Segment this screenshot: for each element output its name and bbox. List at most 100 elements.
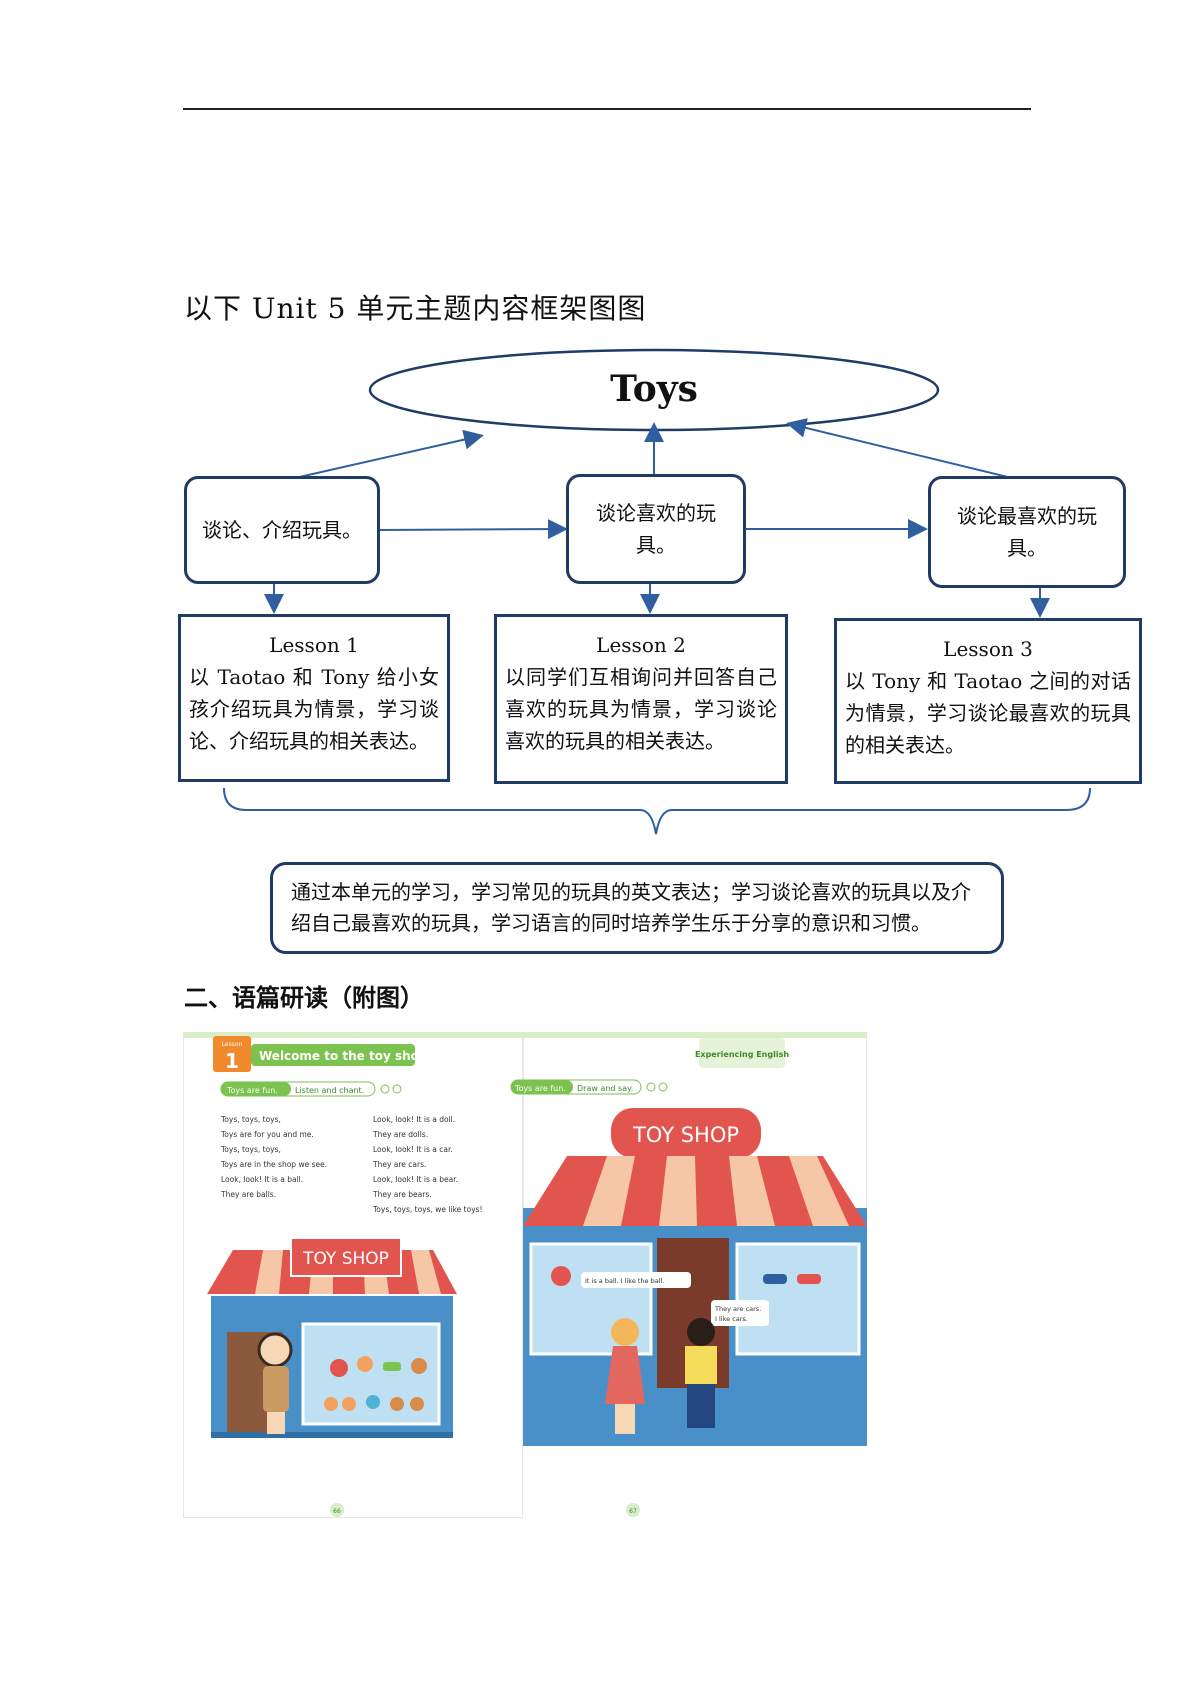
left-chip-a: Toys are fun.: [226, 1086, 278, 1095]
top-rule: [183, 108, 1031, 110]
left-toy-shop: TOY SHOP: [207, 1237, 457, 1438]
bubble-2-text-b: I like cars.: [715, 1315, 748, 1323]
chant-line: Look, look! It is a doll.: [373, 1115, 455, 1124]
arrow-goal1-goal2: [379, 519, 568, 540]
corner-badge: [699, 1038, 785, 1068]
corner-badge-text: Experiencing English: [695, 1050, 789, 1059]
left-page-number: 66: [333, 1508, 341, 1515]
arrow-goal3-root: [786, 418, 1021, 481]
left-sign-board: [290, 1237, 402, 1277]
ball-toy: [551, 1266, 571, 1286]
headphone-icon: [380, 1084, 390, 1094]
goal-box-3: 谈论最喜欢的玩具。: [928, 476, 1126, 588]
bubble-2-bg: [711, 1300, 769, 1326]
girl-head: [611, 1318, 639, 1346]
boy-head: [687, 1318, 715, 1346]
chant-line: Look, look! It is a bear.: [373, 1175, 458, 1184]
lesson-title-3: Lesson 3: [943, 637, 1033, 661]
bear-toy: [410, 1397, 424, 1411]
brace: [223, 787, 1091, 835]
left-awning-stripes: [255, 1250, 441, 1294]
girl-legs: [615, 1404, 635, 1434]
lesson-desc-1: 以 Taotao 和 Tony 给小女孩介绍玩具为情景，学习谈论、介绍玩具的相关…: [189, 665, 439, 753]
right-shop-window-left: [529, 1242, 653, 1356]
right-page-number-bg: [626, 1503, 640, 1517]
left-chip-a-bg: [221, 1082, 291, 1096]
bear-toy: [390, 1397, 404, 1411]
girl-legs: [267, 1412, 285, 1434]
summary-box: 通过本单元的学习，学习常见的玩具的英文表达；学习谈论喜欢的玩具以及介绍自己最喜欢…: [270, 862, 1004, 954]
chant-line: They are dolls.: [372, 1130, 428, 1139]
girl-body: [263, 1366, 289, 1412]
lesson-title-2: Lesson 2: [596, 633, 686, 657]
doll-toy: [342, 1397, 356, 1411]
right-shop-window-right: [735, 1242, 861, 1356]
chant-line: Look, look! It is a car.: [373, 1145, 453, 1154]
goal-box-1: 谈论、介绍玩具。: [184, 476, 380, 584]
chant-column-2: Look, look! It is a doll. They are dolls…: [372, 1115, 483, 1214]
chant-line: Toys, toys, toys,: [220, 1115, 281, 1124]
chant-line: They are cars.: [372, 1160, 426, 1169]
right-chip-a: Toys are fun.: [514, 1084, 566, 1093]
section-heading: 二、语篇研读（附图）: [184, 984, 424, 1012]
root-label: Toys: [610, 368, 698, 410]
doll-toy: [357, 1356, 373, 1372]
bear-toy: [411, 1358, 427, 1374]
chant-line: Toys, toys, toys,: [220, 1145, 281, 1154]
right-chip-a-bg: [511, 1080, 573, 1094]
lesson-tag-label: Lesson: [222, 1041, 243, 1048]
bubble-1-text: It is a ball. I like the ball.: [585, 1277, 664, 1285]
girl-dress: [605, 1346, 645, 1404]
right-awning-stripes: [583, 1156, 849, 1226]
chant-line: Toys are for you and me.: [220, 1130, 314, 1139]
summary-text: 通过本单元的学习，学习常见的玩具的英文表达；学习谈论喜欢的玩具以及介绍自己最喜欢…: [291, 880, 971, 935]
lesson-desc-3: 以 Tony 和 Taotao 之间的对话为情景，学习谈论最喜欢的玩具的相关表达…: [845, 669, 1131, 757]
speak-icon: [658, 1082, 668, 1092]
car-toy: [383, 1362, 401, 1371]
bubble-2-text-a: They are cars.: [714, 1305, 761, 1313]
page-heading: 以下 Unit 5 单元主题内容框架图图: [184, 292, 647, 325]
diagram-connectors: [223, 348, 1091, 835]
right-page-number: 67: [629, 1508, 637, 1515]
ball-toy: [330, 1359, 348, 1377]
arrow-goal1-root: [294, 429, 484, 479]
chant-line: They are bears.: [372, 1190, 432, 1199]
right-sign-board: [611, 1108, 761, 1158]
ball-toy: [366, 1395, 380, 1409]
chant-column-1: Toys, toys, toys, Toys are for you and m…: [220, 1115, 327, 1199]
banner-bg: [251, 1044, 415, 1066]
lesson-box-1: Lesson 1 以 Taotao 和 Tony 给小女孩介绍玩具为情景，学习谈…: [178, 614, 450, 782]
car-toy: [763, 1274, 787, 1284]
goal-text-2: 谈论喜欢的玩具。: [596, 501, 716, 557]
right-top-bar: [523, 1032, 867, 1038]
banner-text: Welcome to the toy shop: [259, 1049, 428, 1063]
chant-line: Toys are in the shop we see.: [220, 1160, 327, 1169]
right-sign-text: TOY SHOP: [632, 1123, 739, 1147]
chant-line: Toys, toys, toys, we like toys!: [372, 1205, 483, 1214]
left-top-bar: [183, 1032, 523, 1038]
chant-line: Look, look! It is a ball.: [221, 1175, 303, 1184]
lesson-desc-2: 以同学们互相询问并回答自己喜欢的玩具为情景，学习谈论喜欢的玩具的相关表达。: [505, 665, 777, 753]
car-toy: [797, 1274, 821, 1284]
girl-head: [257, 1332, 293, 1368]
boy-trousers: [687, 1384, 715, 1428]
right-chip-b: Draw and say.: [577, 1084, 633, 1093]
left-chip-b: Listen and chant.: [295, 1086, 364, 1095]
lesson-box-2: Lesson 2 以同学们互相询问并回答自己喜欢的玩具为情景，学习谈论喜欢的玩具…: [494, 614, 788, 784]
chant-line: They are balls.: [220, 1190, 276, 1199]
textbook-spread: Lesson 1 Welcome to the toy shop Toys ar…: [183, 1032, 867, 1518]
pencil-icon: [646, 1082, 656, 1092]
chant-icon: [392, 1084, 402, 1094]
right-toy-shop: TOY SHOP It is a ball. I like the ball. …: [523, 1108, 867, 1446]
left-page-number-bg: [330, 1503, 344, 1517]
lesson-box-3: Lesson 3 以 Tony 和 Taotao 之间的对话为情景，学习谈论最喜…: [834, 618, 1142, 784]
boy-shirt: [685, 1346, 717, 1384]
lesson-title-1: Lesson 1: [269, 633, 359, 657]
left-shop-floor: [211, 1432, 453, 1438]
doll-toy: [324, 1397, 338, 1411]
goal-box-2: 谈论喜欢的玩具。: [566, 474, 746, 584]
right-ground: [523, 1446, 867, 1518]
goal-text-3: 谈论最喜欢的玩具。: [957, 504, 1097, 560]
lesson-tag-box: [213, 1036, 251, 1072]
left-sign-text: TOY SHOP: [302, 1249, 389, 1269]
